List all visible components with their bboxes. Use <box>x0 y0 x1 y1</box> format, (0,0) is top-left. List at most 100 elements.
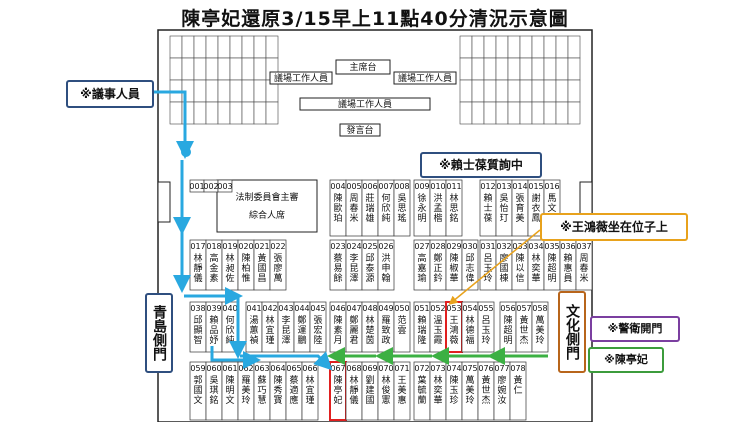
seat-number: 060 <box>206 364 221 373</box>
wang-pointer <box>448 229 541 305</box>
seat-number: 078 <box>510 364 525 373</box>
seat-name-char: 澤 <box>349 273 358 284</box>
office-cell <box>567 57 581 81</box>
seat-name-char: 蘇 <box>257 374 266 386</box>
seat-name-char: 洪 <box>381 252 390 264</box>
office-cell <box>241 79 255 103</box>
seat-name-char: 欣 <box>225 324 234 336</box>
office-cell <box>567 101 581 125</box>
office-cell <box>543 57 557 81</box>
right-door-callout: 文化側門 <box>558 291 586 373</box>
seat-number: 035 <box>544 242 559 251</box>
seat-number: 003 <box>217 182 232 191</box>
seat-name-char: 君 <box>349 335 358 346</box>
office-cell <box>193 101 207 125</box>
seat-name-char: 慧 <box>257 394 266 406</box>
seat-number: 043 <box>278 304 293 313</box>
seat-name-char: 宏 <box>313 324 322 336</box>
office-cell <box>531 35 545 59</box>
seat-name-char: 宜 <box>305 384 314 396</box>
seat-number: 074 <box>446 364 461 373</box>
office-cell <box>555 101 569 125</box>
seat-name-char: 林 <box>433 374 442 386</box>
seat-name-char: 廖 <box>273 262 282 274</box>
seat-number: 020 <box>238 242 253 251</box>
seat-number: 022 <box>270 242 285 251</box>
seat-name-char: 林 <box>305 374 314 386</box>
chair-label: 主席台 <box>349 61 376 73</box>
seat-name-char: 智 <box>193 334 202 346</box>
seat-number: 042 <box>262 304 277 313</box>
seat-name-char: 王 <box>397 375 406 386</box>
seat-name-char: 蘭 <box>417 394 426 406</box>
office-cell <box>531 101 545 125</box>
seat-number: 038 <box>190 304 205 313</box>
seat-number: 051 <box>414 304 429 313</box>
seat-name-char: 玎 <box>499 213 508 224</box>
seat-066 <box>301 361 319 421</box>
seat-number: 071 <box>394 364 409 373</box>
seat-number: 007 <box>378 182 393 191</box>
seat-number: 017 <box>190 242 205 251</box>
seat-name-char: 林 <box>531 252 540 264</box>
seat-name-char: 萬 <box>535 314 544 326</box>
seat-name-char: 李 <box>281 314 290 326</box>
office-cell <box>459 79 473 103</box>
office-cell <box>265 35 279 59</box>
seat-name-char: 賴 <box>417 314 426 326</box>
seat-number: 045 <box>310 304 325 313</box>
staff-arrow-1 <box>150 90 194 159</box>
seat-name-char: 何 <box>225 314 234 326</box>
seat-name-char: 陳 <box>449 375 458 386</box>
office-cell <box>205 57 219 81</box>
seat-name-char: 溫 <box>433 315 442 326</box>
seat-name-char: 育 <box>515 202 524 214</box>
lai-callout: ※賴士葆質詢中 <box>420 152 542 178</box>
office-cell <box>519 101 533 125</box>
office-cell <box>193 57 207 81</box>
office-cell <box>229 101 243 125</box>
seat-name-char: 明 <box>547 273 556 284</box>
seat-name-char: 棟 <box>499 272 508 284</box>
office-cell <box>253 101 267 125</box>
stage-area: 主席台 議場工作人員 議場工作人員 議場工作人員 發言台 <box>269 59 457 137</box>
seat-name-char: 玉 <box>449 385 458 396</box>
seat-name-char: 賴 <box>483 192 492 204</box>
seat-number: 014 <box>512 182 527 191</box>
seat-name-char: 奕 <box>433 384 442 396</box>
seat-name-char: 陳 <box>503 315 512 326</box>
seat-name-char: 銘 <box>449 212 458 224</box>
seat-number: 001 <box>189 182 204 191</box>
seat-name-char: 華 <box>449 272 458 284</box>
office-cell <box>459 35 473 59</box>
office-cell <box>495 79 509 103</box>
seat-name-char: 雲 <box>397 325 406 336</box>
seat-name-char: 吳 <box>499 193 508 204</box>
seat-number: 036 <box>560 242 575 251</box>
seat-name-char: 世 <box>481 384 490 396</box>
seat-name-char: 米 <box>579 272 588 284</box>
seat-name-char: 陳 <box>333 315 342 326</box>
seat-name-char: 茵 <box>365 335 374 346</box>
office-cell <box>181 35 195 59</box>
seat-name-char: 美 <box>535 324 544 336</box>
seat-name-char: 黃 <box>519 314 528 326</box>
seat-number: 025 <box>362 242 377 251</box>
seat-name-char: 品 <box>209 325 218 336</box>
seat-name-char: 鴻 <box>449 324 458 336</box>
seat-name-char: 春 <box>349 202 358 214</box>
seat-name-char: 昆 <box>349 263 358 274</box>
seat-number: 069 <box>362 364 377 373</box>
diagram-title: 陳亭妃還原3/15早上11點40分清況示意圖 <box>181 8 569 30</box>
seat-name-char: 翰 <box>381 272 390 284</box>
seat-name-char: 泰 <box>365 262 374 274</box>
seat-name-char: 林 <box>449 192 458 204</box>
office-cell <box>555 57 569 81</box>
seat-number: 040 <box>222 304 237 313</box>
seat-name-char: 明 <box>503 335 512 346</box>
seat-name-char: 奕 <box>531 262 540 274</box>
office-cell <box>495 101 509 125</box>
office-cell <box>483 57 497 81</box>
seat-name-char: 黃 <box>257 252 266 264</box>
seat-name-char: 羅 <box>241 375 250 386</box>
